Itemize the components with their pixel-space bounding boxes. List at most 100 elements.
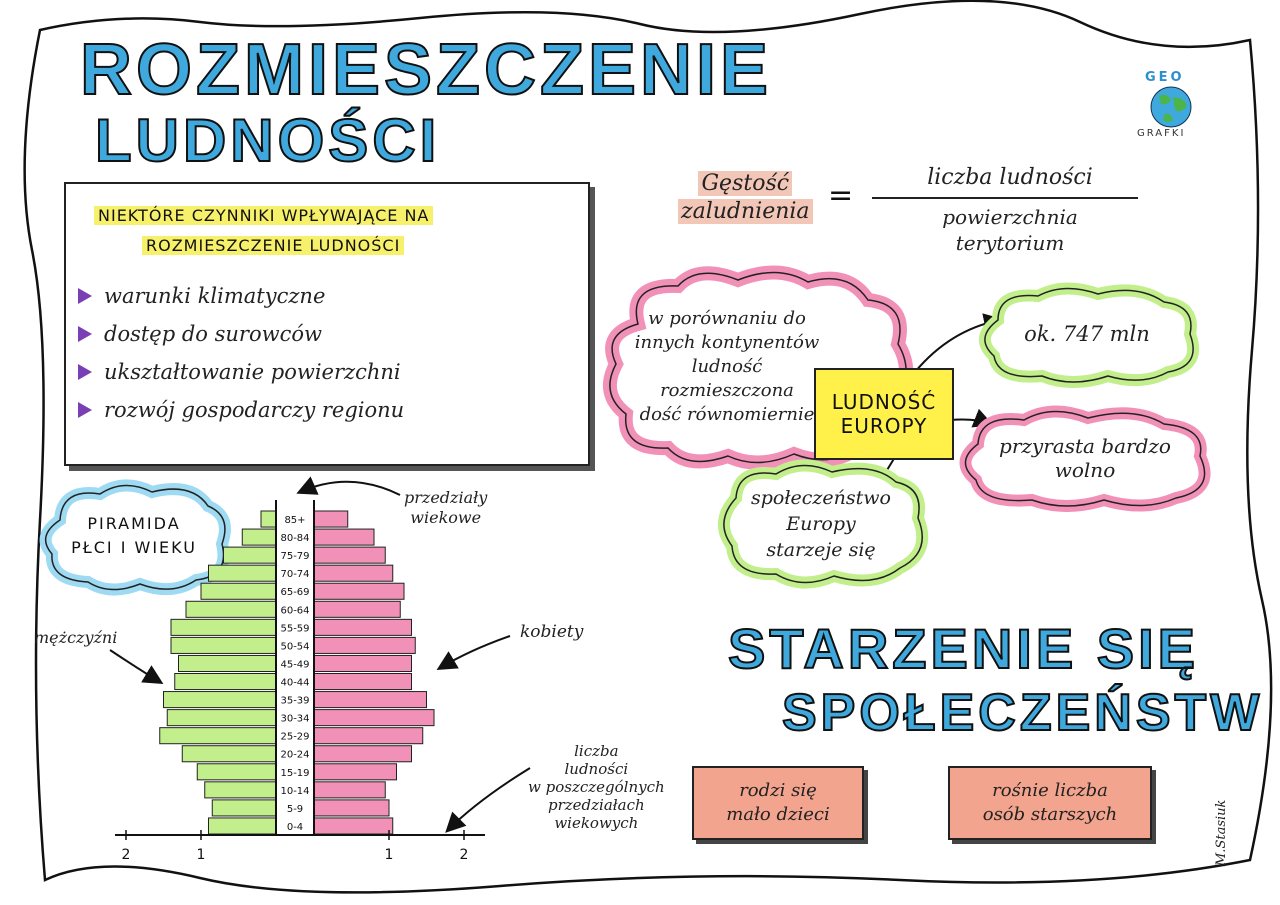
bar-men <box>208 564 277 582</box>
logo-bottom-text: GRAFKI <box>1137 128 1186 139</box>
page-title-line1: ROZMIESZCZENIE <box>79 29 773 111</box>
bar-women <box>313 691 427 709</box>
bar-women <box>313 654 412 672</box>
age-group-label: 60-64 <box>280 605 309 616</box>
triangle-bullet-icon <box>78 402 92 418</box>
cloud-population: ok. 747 mln <box>968 280 1206 388</box>
aging-box-few-children: rodzi się mało dzieci <box>692 766 864 840</box>
geografki-logo: GEO GRAFKI <box>1135 70 1205 140</box>
bar-women <box>313 745 412 763</box>
globe-icon <box>1150 86 1192 128</box>
factor-item: ukształtowanie powierzchni <box>78 360 404 384</box>
pyramid-label-text: PIRAMIDA PŁCI I WIEKU <box>71 514 197 557</box>
aging-title-line2: SPOŁECZEŃSTW <box>781 683 1264 743</box>
bar-men <box>241 528 277 546</box>
triangle-bullet-icon <box>78 288 92 304</box>
bar-men <box>185 600 277 618</box>
factor-item: dostęp do surowców <box>78 322 404 346</box>
equals-sign: = <box>828 178 854 213</box>
age-group-label: 25-29 <box>280 732 309 743</box>
bar-men <box>159 727 277 745</box>
bar-men <box>211 799 277 817</box>
bar-women <box>313 799 390 817</box>
author-signature: M.Stasiuk <box>1214 799 1229 866</box>
page-title-line2: LUDNOŚCI <box>94 107 441 175</box>
aging-box-more-elderly: rośnie liczba osób starszych <box>948 766 1152 840</box>
bar-men <box>260 510 277 528</box>
bar-men <box>170 618 277 636</box>
age-group-label: 65-69 <box>280 587 309 598</box>
logo-top-text: GEO <box>1145 70 1185 85</box>
bar-men <box>204 781 277 799</box>
x-tick-label: 1 <box>385 847 394 863</box>
center-box-line1: LUDNOŚĆ <box>831 390 937 414</box>
bar-women <box>313 546 386 564</box>
density-denominator-line1: powierzchnia <box>942 205 1078 229</box>
density-label: Gęstość zaludnienia <box>678 170 813 226</box>
cloud-growth-text: przyrasta bardzo wolno <box>999 434 1171 482</box>
bar-women <box>313 709 435 727</box>
factor-item: warunki klimatyczne <box>78 284 404 308</box>
annot-population-count: liczba ludności w poszczególnych przedzi… <box>528 742 665 832</box>
fraction-line <box>872 197 1138 199</box>
age-group-label: 30-34 <box>280 714 309 725</box>
age-group-label: 85+ <box>284 515 305 526</box>
bar-men <box>170 636 277 654</box>
age-group-label: 20-24 <box>280 750 309 761</box>
annot-men: mężczyźni <box>34 628 118 647</box>
triangle-bullet-icon <box>78 326 92 342</box>
age-group-label: 15-19 <box>280 768 309 779</box>
annot-age-groups: przedziały wiekowe <box>404 488 488 527</box>
x-tick-label: 2 <box>122 847 131 863</box>
cloud-shape <box>979 282 1200 388</box>
bar-men <box>200 582 277 600</box>
age-group-label: 80-84 <box>280 533 309 544</box>
age-group-label: 35-39 <box>280 696 309 707</box>
cloud-population-text: ok. 747 mln <box>1024 322 1150 346</box>
factors-list: warunki klimatyczne dostęp do surowców u… <box>78 284 404 436</box>
bar-women <box>313 763 397 781</box>
cloud-society: społeczeństwo Europy starzeje się <box>710 458 932 590</box>
density-numerator: liczba ludności <box>927 165 1093 190</box>
age-group-label: 75-79 <box>280 551 309 562</box>
cloud-distribution-text: w porównaniu do innych kontynentów ludno… <box>634 308 820 425</box>
cloud-shape <box>959 405 1211 512</box>
age-group-label: 45-49 <box>280 659 309 670</box>
bar-men <box>178 654 277 672</box>
factors-heading-line1: NIEKTÓRE CZYNNIKI WPŁYWAJĄCE NA <box>94 206 434 225</box>
age-group-label: 50-54 <box>280 641 309 652</box>
bar-women <box>313 673 412 691</box>
bar-men <box>166 709 277 727</box>
population-pyramid-chart: 0-4 5-9 10-14 15-19 20-24 25-29 30-34 35-39 40-4… <box>115 500 485 863</box>
age-group-label: 55-59 <box>280 623 309 634</box>
cloud-shape <box>718 459 929 589</box>
bar-women <box>313 600 401 618</box>
bar-men <box>223 546 277 564</box>
bar-men <box>196 763 277 781</box>
age-group-label: 5-9 <box>287 804 303 815</box>
density-denominator-line2: terytorium <box>955 231 1065 255</box>
bar-women <box>313 564 394 582</box>
bar-women <box>313 727 424 745</box>
age-group-label: 0-4 <box>287 822 303 833</box>
bar-women <box>313 781 386 799</box>
cloud-society-text: społeczeństwo Europy starzeje się <box>751 487 891 561</box>
density-denominator: powierzchnia terytorium <box>880 204 1140 256</box>
cloud-growth: przyrasta bardzo wolno <box>948 404 1222 512</box>
density-label-line2: zaludnienia <box>678 199 813 224</box>
factor-item: rozwój gospodarczy regionu <box>78 398 404 422</box>
bar-women <box>313 528 375 546</box>
bar-men <box>208 817 277 835</box>
x-tick-label: 2 <box>460 847 469 863</box>
age-group-label: 70-74 <box>280 569 309 580</box>
bar-women <box>313 582 405 600</box>
age-group-label: 40-44 <box>280 678 309 689</box>
center-box-line2: EUROPY <box>840 414 928 438</box>
bar-men <box>174 673 277 691</box>
factors-heading-line2: ROZMIESZCZENIE LUDNOŚCI <box>142 236 405 255</box>
density-label-line1: Gęstość <box>698 171 793 196</box>
bar-women <box>313 817 394 835</box>
age-group-label: 10-14 <box>280 786 309 797</box>
